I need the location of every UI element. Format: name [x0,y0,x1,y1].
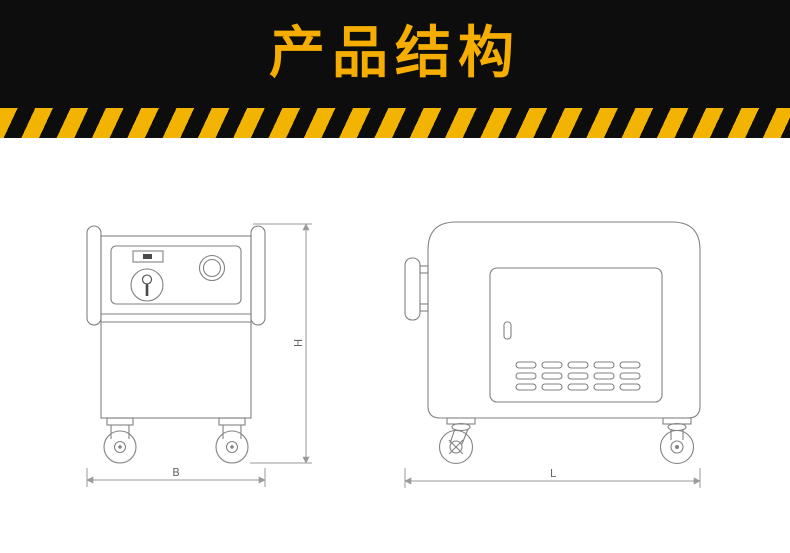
caster-wheel-front-right [215,417,249,464]
side-body [427,221,701,419]
pressure-gauge [198,254,226,282]
key-slot [503,321,512,340]
door-panel [489,267,663,403]
front-handle-left [86,225,102,326]
dim-label-width: B [172,466,180,479]
front-handle-right [250,225,266,326]
side-handle [404,257,429,321]
vent-louvers [515,361,641,391]
caster-wheel-side-front [438,417,476,465]
caster-wheel-side-rear [659,417,695,465]
side-view-drawing [404,221,701,465]
key-switch [130,268,164,302]
front-view-drawing [86,225,266,464]
front-body [100,235,252,419]
caster-wheel-front-left [103,417,137,464]
control-panel [110,245,242,305]
header-banner: 产品结构 [0,0,790,108]
product-structure-diagram: H B [86,221,701,488]
dimension-height: H [250,223,312,464]
diagram-area: H B [0,138,790,553]
dim-label-height: H [292,339,305,347]
dim-label-length: L [550,467,557,480]
dimension-width: B [86,466,266,487]
dimension-length: L [404,467,701,488]
hazard-stripes [0,108,790,138]
page-title: 产品结构 [269,21,521,86]
